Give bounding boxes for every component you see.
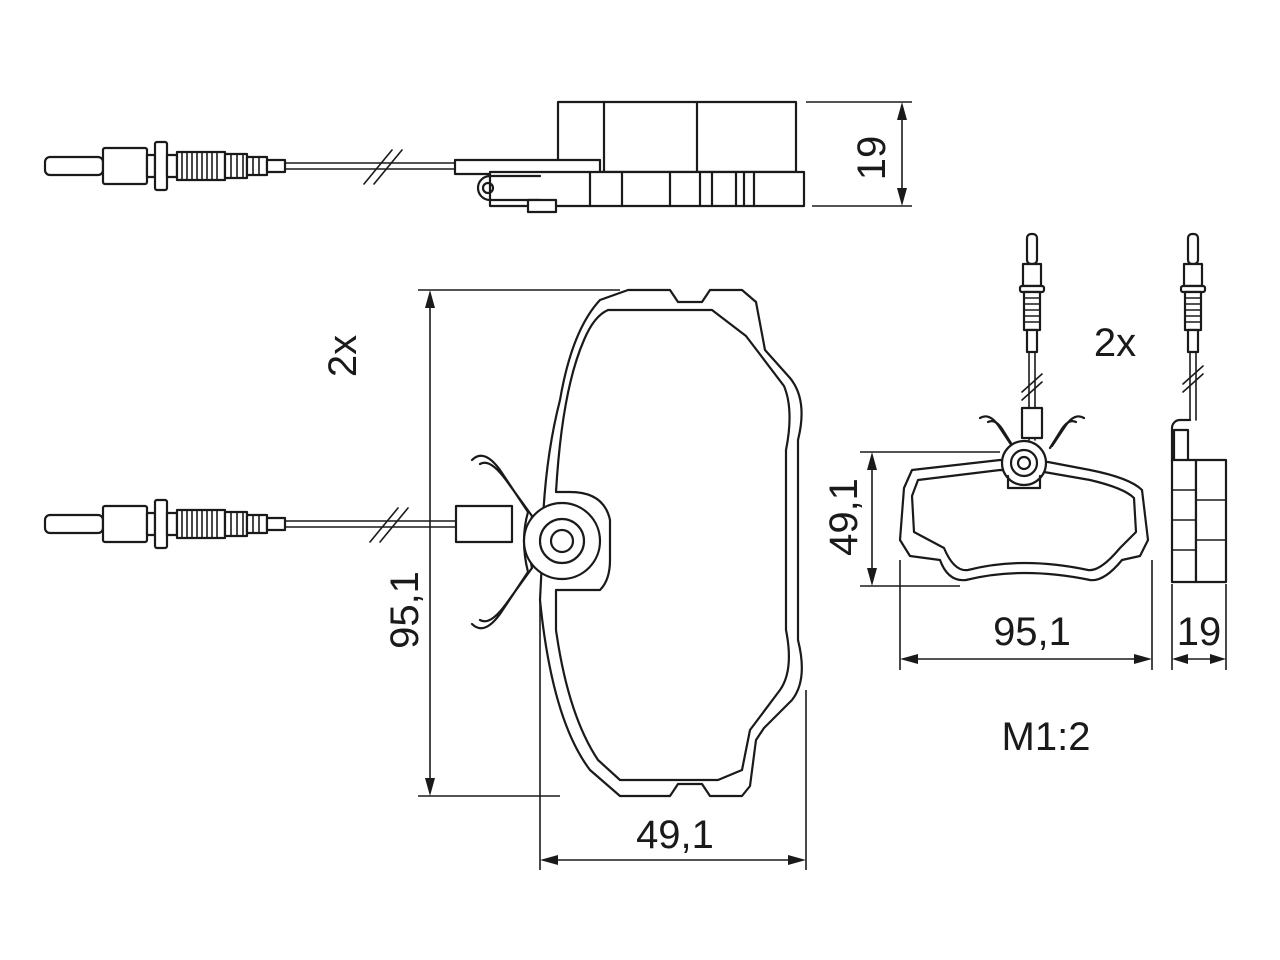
sensor-plug — [1179, 232, 1207, 354]
dim-width-label: 49,1 — [636, 813, 714, 857]
sensor-plug — [43, 140, 287, 192]
dim-height-label: 95,1 — [383, 571, 427, 649]
dim-height-label: 49,1 — [822, 478, 866, 556]
friction-outline — [554, 308, 791, 782]
spring-clip — [470, 454, 534, 630]
scale-label: M1:2 — [1002, 715, 1091, 759]
break-mark — [369, 507, 399, 543]
pad-outline — [898, 458, 1150, 582]
small-face-view: 49,1 95,1 — [822, 232, 1153, 670]
small-side-view: 2x 19 — [1094, 232, 1228, 670]
quantity-label: 2x — [1094, 321, 1136, 365]
sensor-housing — [522, 501, 602, 581]
dim-thickness-label: 19 — [850, 136, 894, 181]
friction-outline — [910, 468, 1138, 572]
top-edge-view: 19 — [43, 100, 912, 214]
backing-plate — [1170, 458, 1198, 584]
sensor-plug — [43, 498, 287, 550]
quantity-label: 2x — [321, 335, 365, 377]
break-mark — [363, 149, 393, 185]
dim-width-label: 95,1 — [993, 610, 1071, 654]
sensor-housing — [1000, 439, 1048, 487]
pad-outline — [538, 288, 803, 798]
main-face-view: 2x 95,1 49,1 — [43, 288, 807, 870]
dim-thickness-label: 19 — [1177, 610, 1222, 654]
sensor-plug — [1018, 232, 1046, 354]
friction-material — [1194, 458, 1228, 584]
